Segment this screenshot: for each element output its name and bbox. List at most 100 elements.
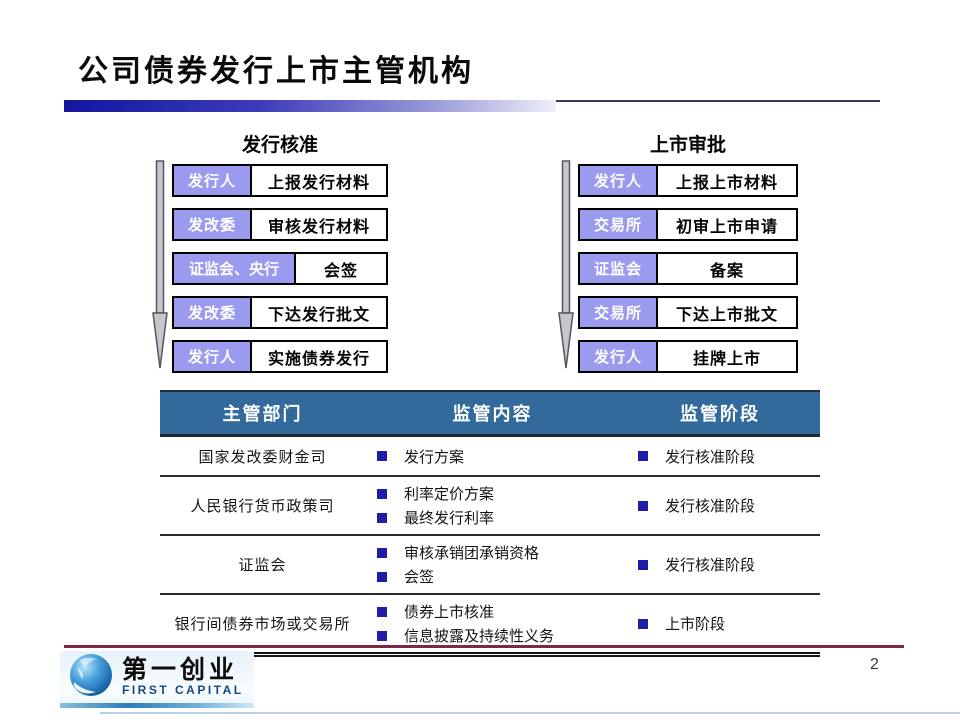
logo-text: 第一创业 FIRST CAPITAL — [122, 656, 244, 697]
content-item-text: 信息披露及持续性义务 — [404, 628, 555, 645]
flow-step-actor: 发改委 — [174, 298, 252, 327]
flow-step-action: 初审上市申请 — [675, 218, 778, 236]
square-bullet-icon — [377, 606, 387, 617]
table-header-content: 监管内容 — [452, 404, 533, 424]
flow-step: 发改委 审核发行材料 — [172, 208, 388, 241]
flow-step-action: 上报上市材料 — [675, 174, 778, 192]
stage-cell: 上市阶段 — [620, 613, 820, 634]
content-cell: 利率定价方案 最终发行利率 — [365, 483, 620, 528]
content-item: 审核承销团承销资格 — [377, 542, 620, 563]
flow-listing-approval: 上市审批 发行人 上报上市材料 交易所 初审上市申请 证监会 备案 交易所 下达 — [556, 130, 800, 373]
flow-step: 交易所 初审上市申请 — [578, 208, 798, 241]
content-item: 发行方案 — [377, 446, 620, 467]
square-bullet-icon — [377, 630, 387, 641]
flow-step-action: 下达上市批文 — [675, 306, 778, 324]
flow-title: 发行核准 — [241, 135, 318, 156]
flow-step-action: 挂牌上市 — [692, 350, 761, 368]
content-item: 债券上市核准 — [377, 601, 620, 622]
square-bullet-icon — [638, 559, 648, 570]
stage-text: 发行核准阶段 — [665, 498, 756, 515]
logo-bottom-strip — [60, 703, 254, 708]
logo-chinese-name: 第一创业 — [122, 656, 239, 684]
flow-steps: 发行人 上报上市材料 交易所 初审上市申请 证监会 备案 交易所 下达上市批文 … — [578, 164, 798, 373]
page-title: 公司债券发行上市主管机构 — [78, 55, 474, 88]
table-header-department: 主管部门 — [222, 404, 303, 424]
content-item-text: 会签 — [404, 569, 435, 586]
content-item-text: 最终发行利率 — [404, 510, 495, 527]
content-item: 最终发行利率 — [377, 507, 620, 528]
content-cell: 审核承销团承销资格 会签 — [365, 542, 620, 587]
stage-cell: 发行核准阶段 — [620, 495, 820, 516]
flow-issuance-approval: 发行核准 发行人 上报发行材料 发改委 审核发行材料 证监会、央行 会签 发改委 — [150, 130, 394, 373]
flow-step-actor: 发行人 — [174, 166, 252, 195]
flow-step-action: 下达发行批文 — [267, 306, 370, 324]
flow-step: 交易所 下达上市批文 — [578, 296, 798, 329]
stage-cell: 发行核准阶段 — [620, 446, 820, 467]
flow-step: 发行人 上报上市材料 — [578, 164, 798, 197]
logo-english-name: FIRST CAPITAL — [122, 682, 244, 697]
table-row: 国家发改委财金司 发行方案 发行核准阶段 — [160, 437, 820, 477]
square-bullet-icon — [377, 451, 387, 461]
square-bullet-icon — [638, 451, 648, 461]
table-row: 证监会 审核承销团承销资格 会签 发行核准阶段 — [160, 536, 820, 595]
flow-step: 发行人 上报发行材料 — [172, 164, 388, 197]
flow-step-action: 会签 — [323, 262, 358, 280]
flow-step-action: 实施债券发行 — [267, 350, 370, 368]
table-row: 银行间债券市场或交易所 债券上市核准 信息披露及持续性义务 上市阶段 — [160, 595, 820, 657]
flow-step: 发行人 挂牌上市 — [578, 340, 798, 373]
flow-step-actor: 交易所 — [580, 298, 658, 327]
footer-divider — [64, 645, 904, 648]
stage-text: 发行核准阶段 — [665, 448, 756, 466]
stage-item: 发行核准阶段 — [638, 554, 820, 575]
title-underline-bar — [64, 100, 556, 112]
down-arrow-icon — [556, 159, 576, 376]
content-item-text: 审核承销团承销资格 — [404, 545, 540, 562]
flow-step: 证监会 备案 — [578, 252, 798, 285]
flow-step-actor: 证监会 — [580, 254, 658, 283]
flow-step: 发改委 下达发行批文 — [172, 296, 388, 329]
department-cell: 人民银行货币政策司 — [190, 498, 335, 515]
content-cell: 债券上市核准 信息披露及持续性义务 — [365, 601, 620, 646]
title-underline — [64, 100, 880, 112]
flow-step: 发行人 实施债券发行 — [172, 340, 388, 373]
content-item: 会签 — [377, 566, 620, 587]
content-item: 信息披露及持续性义务 — [377, 625, 620, 646]
flow-step-actor: 发行人 — [580, 166, 658, 195]
content-item: 利率定价方案 — [377, 483, 620, 504]
flow-step-action: 备案 — [709, 262, 744, 280]
square-bullet-icon — [377, 547, 387, 558]
stage-text: 上市阶段 — [665, 616, 726, 633]
content-item-text: 债券上市核准 — [404, 604, 495, 621]
stage-text: 发行核准阶段 — [665, 557, 756, 574]
flow-step-action: 上报发行材料 — [267, 174, 370, 192]
flow-step-actor: 证监会、央行 — [174, 254, 296, 283]
square-bullet-icon — [377, 571, 387, 582]
department-cell: 银行间债券市场或交易所 — [174, 616, 351, 633]
square-bullet-icon — [377, 512, 387, 523]
globe-icon — [68, 652, 114, 703]
stage-item: 上市阶段 — [638, 613, 820, 634]
stage-cell: 发行核准阶段 — [620, 554, 820, 575]
flow-step: 证监会、央行 会签 — [172, 252, 388, 285]
company-logo: 第一创业 FIRST CAPITAL — [60, 651, 254, 708]
flow-step-actor: 发行人 — [580, 342, 658, 371]
flow-step-actor: 发行人 — [174, 342, 252, 371]
square-bullet-icon — [638, 618, 648, 629]
flow-step-actor: 发改委 — [174, 210, 252, 239]
stage-item: 发行核准阶段 — [638, 495, 820, 516]
flow-step-action: 审核发行材料 — [267, 218, 370, 236]
content-item-text: 利率定价方案 — [404, 486, 495, 503]
bottom-edge-line — [100, 712, 960, 714]
page-number: 2 — [870, 656, 879, 673]
table-row: 人民银行货币政策司 利率定价方案 最终发行利率 发行核准阶段 — [160, 477, 820, 536]
flow-step-actor: 交易所 — [580, 210, 658, 239]
department-cell: 证监会 — [238, 557, 287, 574]
table-header-stage: 监管阶段 — [680, 404, 760, 424]
flow-title: 上市审批 — [649, 135, 726, 156]
content-cell: 发行方案 — [365, 446, 620, 467]
department-cell: 国家发改委财金司 — [198, 448, 327, 466]
square-bullet-icon — [377, 488, 387, 499]
square-bullet-icon — [638, 500, 648, 511]
flow-steps: 发行人 上报发行材料 发改委 审核发行材料 证监会、央行 会签 发改委 下达发行… — [172, 164, 388, 373]
